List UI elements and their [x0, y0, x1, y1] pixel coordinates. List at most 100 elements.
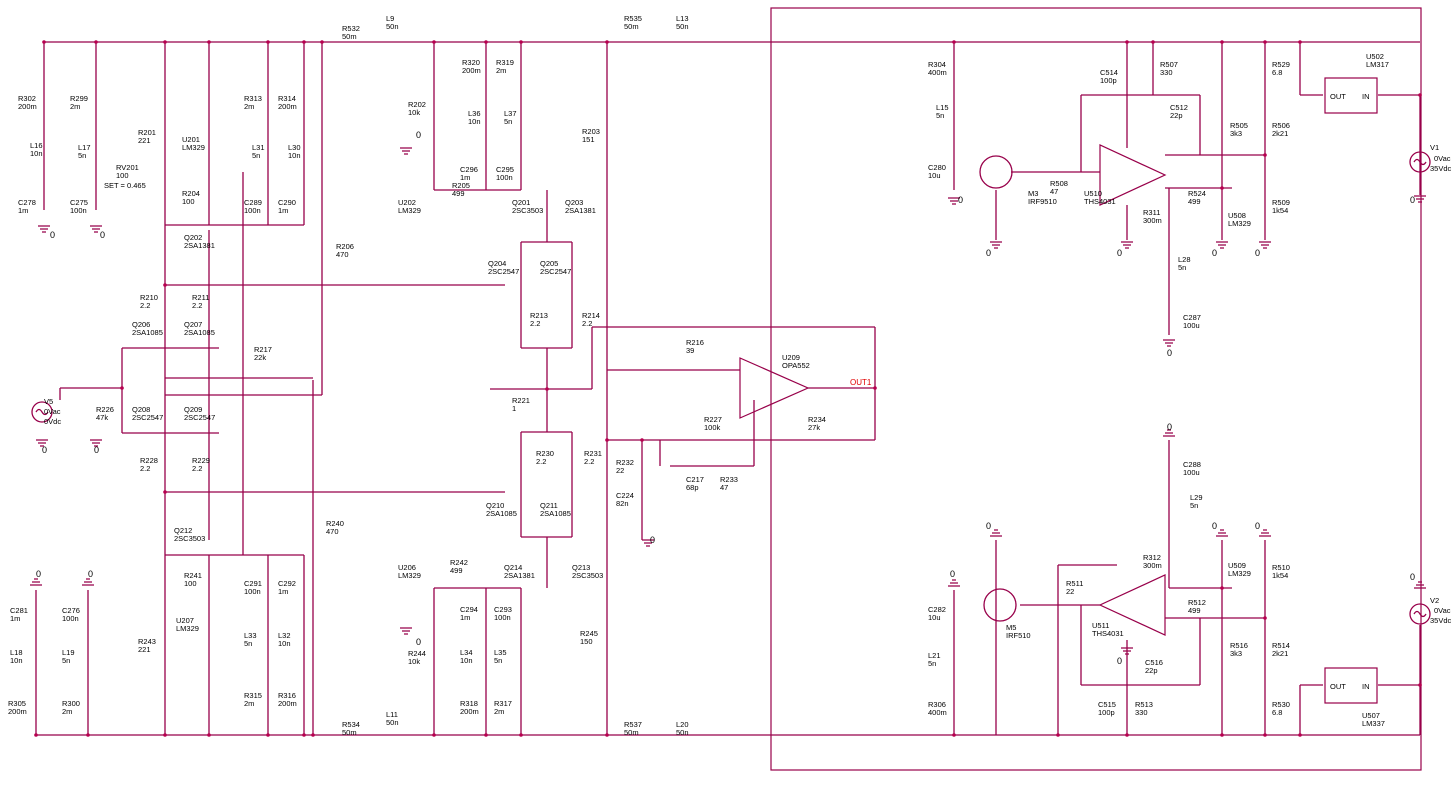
component-value-l17: 5n	[78, 151, 86, 160]
component-ref-r217: R217	[254, 345, 272, 354]
component-value-u510: THS4031	[1084, 197, 1116, 206]
component-ref-c296: C296	[460, 165, 478, 174]
supply-bottom-wiring	[953, 440, 1421, 735]
component-ref-r242: R242	[450, 558, 468, 567]
component-ref-l9: L9	[386, 14, 394, 23]
component-value-r513: 330	[1135, 708, 1148, 717]
component-ref-r228: R228	[140, 456, 158, 465]
component-ref-r529: R529	[1272, 60, 1290, 69]
ground-label: 0	[1117, 248, 1122, 258]
component-ref-r216: R216	[686, 338, 704, 347]
component-value-r313: 2m	[244, 102, 254, 111]
component-ref-r232: R232	[616, 458, 634, 467]
component-value-r534: 50m	[342, 728, 357, 737]
component-ref-r316: R316	[278, 691, 296, 700]
opamp-u209	[739, 357, 810, 419]
component-ref-q207: Q207	[184, 320, 202, 329]
component-ref-r313: R313	[244, 94, 262, 103]
component-ref-l17: L17	[78, 143, 91, 152]
ground-label: 0	[100, 230, 105, 240]
v1-dc: 35Vdc	[1430, 164, 1452, 173]
component-value-r316: 200m	[278, 699, 297, 708]
component-value-l30: 10n	[288, 151, 301, 160]
component-ref-r305: R305	[8, 699, 26, 708]
component-value-l29: 5n	[1190, 501, 1198, 510]
component-value-r245: 150	[580, 637, 593, 646]
component-ref-r314: R314	[278, 94, 296, 103]
ground-label: 0	[1255, 521, 1260, 531]
component-value-rv201: 100	[116, 171, 129, 180]
ground-label: 0	[42, 445, 47, 455]
source-v5	[31, 401, 53, 423]
component-value-r211: 2.2	[192, 301, 202, 310]
component-ref-u507: U507	[1362, 711, 1380, 720]
component-value-r514: 2k21	[1272, 649, 1288, 658]
component-ref-r233: R233	[720, 475, 738, 484]
component-value-c514: 100p	[1100, 76, 1117, 85]
opamp-u510	[1099, 144, 1167, 206]
component-ref-r234: R234	[808, 415, 826, 424]
component-ref-r204: R204	[182, 189, 200, 198]
component-ref-r319: R319	[496, 58, 514, 67]
component-value-c293: 100n	[494, 613, 511, 622]
component-value-r524: 499	[1188, 197, 1201, 206]
component-value-c516: 22p	[1145, 666, 1158, 675]
component-ref-r244: R244	[408, 649, 426, 658]
component-ref-r203: R203	[582, 127, 600, 136]
component-ref-l20: L20	[676, 720, 689, 729]
component-ref-l29: L29	[1190, 493, 1203, 502]
ground-label: 0	[1167, 348, 1172, 358]
ground-label: 0	[1212, 248, 1217, 258]
component-ref-c275: C275	[70, 198, 88, 207]
component-ref-q205: Q205	[540, 259, 558, 268]
component-value-u509: LM329	[1228, 569, 1251, 578]
component-value-r242: 499	[450, 566, 463, 575]
mosfet-m3	[979, 155, 1013, 189]
component-ref-l36: L36	[468, 109, 481, 118]
component-value-l20: 50n	[676, 728, 689, 737]
component-value-r532: 50m	[342, 32, 357, 41]
ground-label: 0	[1255, 248, 1260, 258]
component-labels: R302200mR2992mL1610nL175nC2781mC275100nR…	[8, 14, 1415, 737]
component-ref-u206: U206	[398, 563, 416, 572]
component-value-r319: 2m	[496, 66, 506, 75]
u507-out-pin: OUT	[1330, 682, 1346, 691]
ground-label: 0	[986, 521, 991, 531]
u502-in-pin: IN	[1362, 92, 1370, 101]
component-ref-r240: R240	[326, 519, 344, 528]
component-value-c295: 100n	[496, 173, 513, 182]
component-value-c276: 100n	[62, 614, 79, 623]
component-value-u202: LM329	[398, 206, 421, 215]
component-value-r202: 10k	[408, 108, 420, 117]
ground-label: 0	[950, 569, 955, 579]
component-value-q213: 2SC3503	[572, 571, 603, 580]
component-ref-c291: C291	[244, 579, 262, 588]
component-value-r232: 22	[616, 466, 624, 475]
component-value-q211: 2SA1085	[540, 509, 571, 518]
component-value-r318: 200m	[460, 707, 479, 716]
component-value-u502: LM317	[1366, 60, 1389, 69]
component-value-q210: 2SA1085	[486, 509, 517, 518]
component-value-r241: 100	[184, 579, 197, 588]
component-ref-l11: L11	[386, 710, 398, 719]
component-value-r226: 47k	[96, 413, 108, 422]
component-value-l11: 50n	[386, 718, 399, 727]
component-ref-r229: R229	[192, 456, 210, 465]
component-value-r530: 6.8	[1272, 708, 1282, 717]
component-value-r508: 47	[1050, 187, 1058, 196]
ground-label: 0	[416, 130, 421, 140]
component-value-r315: 2m	[244, 699, 254, 708]
component-ref-q210: Q210	[486, 501, 504, 510]
component-value-q206: 2SA1085	[132, 328, 163, 337]
component-ref-rv201: RV201	[116, 163, 139, 172]
component-value-l34: 10n	[460, 656, 473, 665]
component-ref-u201: U201	[182, 135, 200, 144]
component-ref-r300: R300	[62, 699, 80, 708]
ground-label: 0	[1167, 422, 1172, 432]
component-value-r229: 2.2	[192, 464, 202, 473]
component-value-r203: 151	[582, 135, 595, 144]
component-ref-r311: R311	[1143, 208, 1160, 217]
component-ref-l19: L19	[62, 648, 75, 657]
u507-in-pin: IN	[1362, 682, 1370, 691]
